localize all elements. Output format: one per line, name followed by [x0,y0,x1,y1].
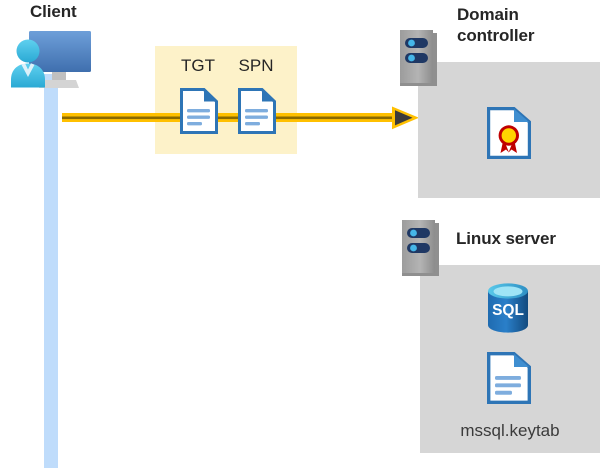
domain-controller-title-line2: controller [457,26,535,45]
sql-icon-label: SQL [492,302,524,319]
domain-controller-title-line1: Domain [457,5,519,24]
client-user-monitor-icon [8,26,100,92]
kerberos-request-arrow [62,106,420,130]
tgt-document-icon [180,88,218,139]
linux-server-rack-icon [402,220,442,281]
spn-label: SPN [238,56,274,75]
certificate-document-icon [487,107,531,164]
spn-document-icon [238,88,276,139]
domain-controller-server-rack-icon [400,30,440,91]
tgt-label: TGT [181,56,215,75]
keytab-file-label: mssql.keytab [460,421,560,440]
linux-server-title: Linux server [456,229,556,248]
keytab-document-icon [487,352,531,409]
sql-database-icon: SQL [485,282,531,339]
client-title: Client [30,2,77,21]
domain-controller-title: Domain controller [457,4,597,46]
client-lifeline [44,74,58,468]
